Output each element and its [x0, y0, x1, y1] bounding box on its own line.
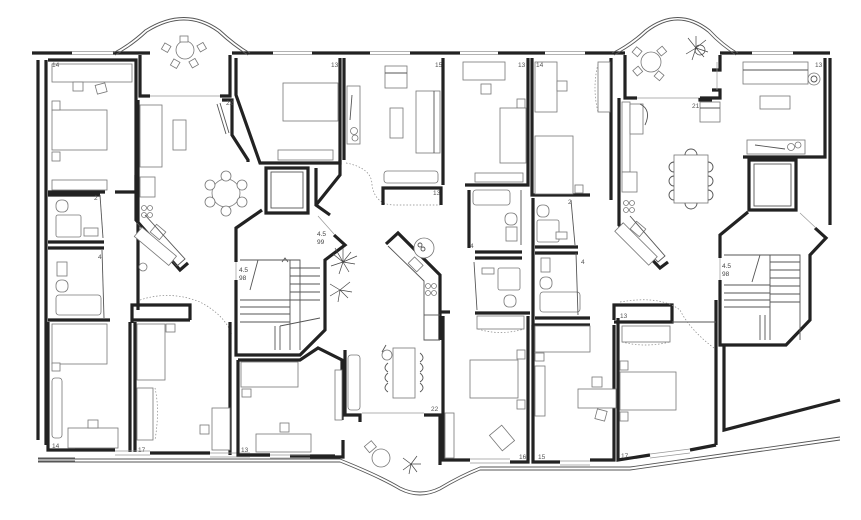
bathroom-left-upper: 2: [48, 193, 104, 239]
niche-right: 13: [612, 299, 716, 349]
room-bedroom-bottom-left-b: 17: [133, 322, 232, 455]
area-label: 17: [138, 447, 146, 454]
exterior-wall-right: [722, 58, 841, 433]
table-round-icon: [160, 35, 208, 70]
wall-bath-divider: [475, 250, 522, 260]
table-round-icon: [631, 45, 668, 82]
area-label: 13: [241, 447, 249, 454]
area-label: 13: [518, 62, 526, 69]
room-bedroom-top-right-b: 13: [742, 58, 827, 159]
area-label: 22: [431, 406, 439, 413]
area-label: 4: [98, 254, 102, 261]
area-label: 14: [536, 62, 544, 69]
wall-bath-divider: [48, 240, 104, 250]
stair-core-left: 4.5 98 4.5 99: [234, 208, 348, 357]
elevator-shaft-left: [264, 160, 342, 217]
room-bedroom-top-right-a: 14: [530, 58, 613, 200]
stair-label-line2: 98: [722, 271, 730, 278]
dining-table-round-icon: [204, 170, 248, 217]
area-label: 14: [52, 443, 60, 450]
bathroom-center-right-lower: 4: [535, 252, 590, 320]
exterior-wall-top: [32, 51, 830, 55]
stair-label-line1: 4.5: [722, 263, 731, 270]
area-label: 13: [331, 62, 339, 69]
balcony-bay-top-right: [611, 17, 739, 100]
kitchen-center: [384, 230, 450, 341]
room-bedroom-top-left: 14: [48, 58, 138, 194]
stair-label-line2: 99: [317, 239, 325, 246]
wall-bath-divider: [535, 245, 578, 255]
area-label: 22: [226, 100, 234, 107]
room-bedroom-bottom-right-a: 15: [531, 323, 617, 466]
stair-label-line1: 4.5: [317, 231, 326, 238]
exterior-wall-bottom: [38, 436, 841, 496]
room-living-center: 15: [342, 58, 443, 206]
stair-label-line2: 98: [239, 275, 247, 282]
balcony-bottom-center: [363, 440, 391, 468]
area-label: 15: [435, 62, 443, 69]
area-label: 13: [620, 313, 628, 320]
balcony-bay-top-left: [112, 17, 251, 98]
area-label: 13: [433, 190, 441, 197]
area-label: 14: [52, 62, 60, 69]
bathroom-center-lower: [473, 261, 530, 315]
room-bedroom-bottom-left-a: 14: [46, 322, 132, 452]
room-bedroom-top-center-left: 13: [234, 58, 342, 165]
area-label: 2: [94, 195, 98, 202]
dining-table-rect-icon: [668, 148, 714, 210]
room-bedroom-bottom-center: 13: [236, 346, 345, 459]
elevator-shaft-right: [747, 158, 798, 212]
bathroom-center-upper: 4: [467, 189, 522, 250]
area-label: 15: [538, 454, 546, 461]
bathroom-left-lower: 4: [48, 249, 110, 322]
exterior-wall-left: [36, 60, 48, 445]
plant-icon: [402, 455, 421, 475]
room-living-left: 22: [133, 98, 250, 310]
stair-core-right: 4.5 98: [718, 210, 829, 347]
closet-left-middle: [130, 295, 233, 336]
area-label: 4: [470, 243, 474, 250]
bathroom-center-right-upper: 2: [531, 198, 576, 330]
plant-icon: [685, 36, 709, 61]
area-label: 16: [519, 454, 527, 461]
area-label: 2: [568, 199, 572, 206]
area-label: 13: [815, 62, 823, 69]
room-bedroom-top-center-right: 13: [441, 58, 530, 187]
room-bedroom-bottom-center-right: 16: [441, 315, 530, 464]
area-label: 17: [621, 453, 629, 460]
room-living-right: 21: [614, 98, 721, 271]
area-label: 4: [581, 259, 585, 266]
area-label: 21: [692, 103, 700, 110]
stair-label-line1: 4.5: [239, 267, 248, 274]
room-dining-bottom-center: 22: [343, 344, 442, 465]
plant-icon: [329, 247, 358, 303]
niche-center: 13: [381, 186, 443, 205]
room-bedroom-bottom-right-b: 17: [616, 300, 718, 462]
